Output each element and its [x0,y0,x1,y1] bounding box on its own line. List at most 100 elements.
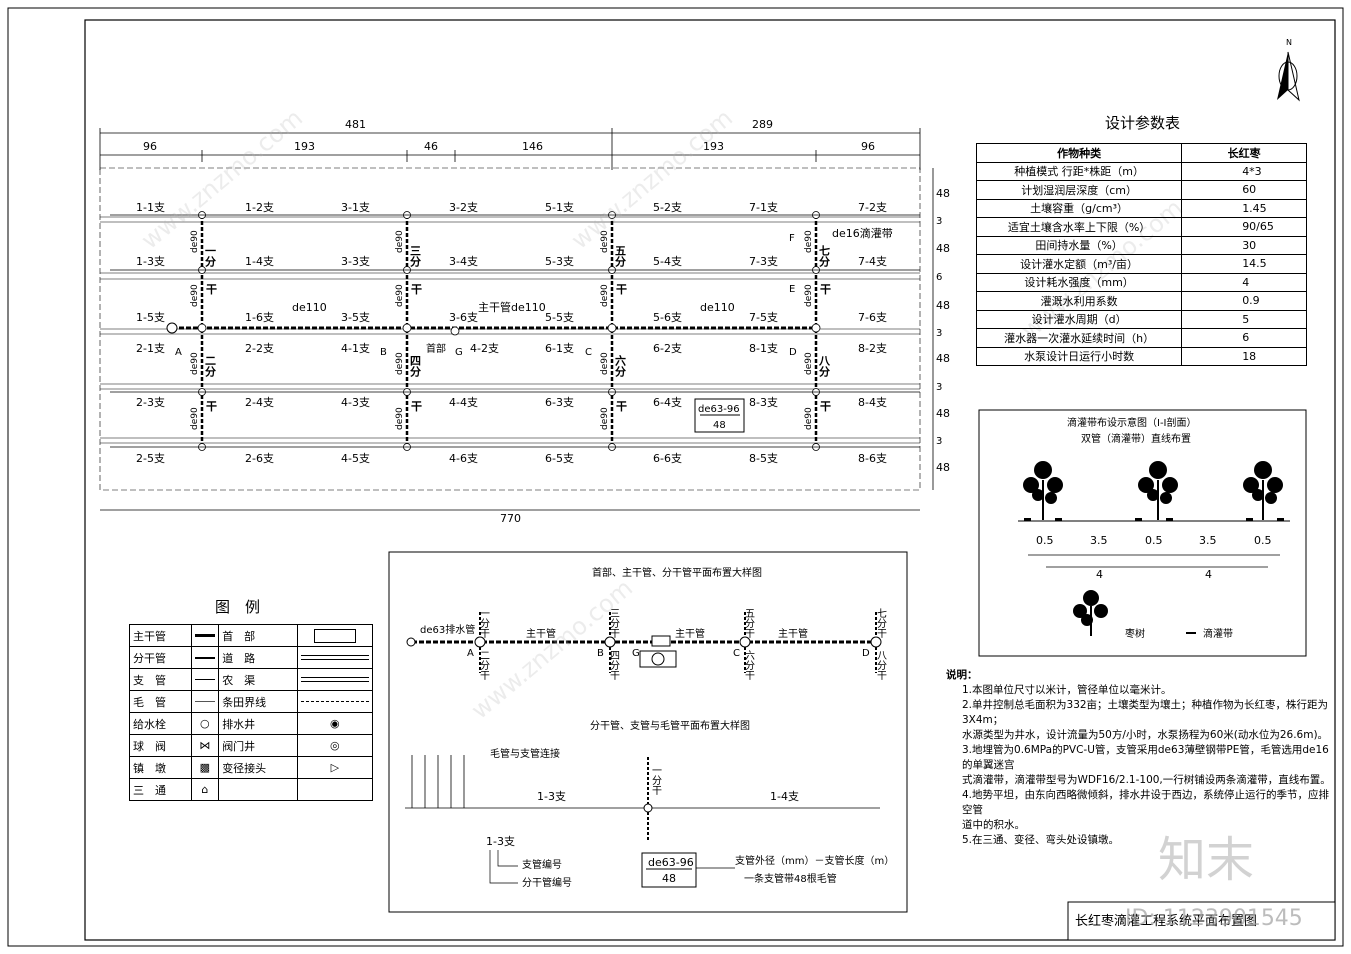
table-row: 设计耗水强度（mm）4 [975,272,1307,292]
de90-label: de90 [600,407,610,430]
lateral-labels: 1-1支 1-2支 3-1支 3-2支 5-1支 5-2支 7-1支 7-2支 … [136,201,887,465]
svg-text:de63-96: de63-96 [648,856,694,869]
de90-label: de90 [190,284,200,307]
code-2: 分干管编号 [522,876,572,889]
param-key: 设计灌水周期（d） [975,309,1183,329]
param-val: 4*3 [1181,161,1307,181]
table-row: 支 管 农 渠 [129,668,374,691]
note-line: 3.地埋管为0.6MPa的PVC-U管，支管采用de63薄壁钢带PE管，毛管选用… [962,744,1329,771]
lateral-label: 5-3支 [545,255,574,268]
de110-label: de110 [292,301,327,314]
head-label: 首部 [426,342,446,355]
dim-right-8: 3 [936,382,942,393]
drip-spacing: 0.5 [1036,534,1054,547]
de16-label: de16滴灌带 [832,226,893,240]
legend-symbol: ○ [190,712,220,735]
main-label: 主干管 [778,627,808,640]
params-header-key: 作物种类 [975,143,1183,163]
branch-label: 五分 [614,245,627,268]
lateral-label: 3-3支 [341,255,370,268]
de90-label: de90 [804,407,814,430]
detail-title-1: 首部、主干管、分干管平面布置大样图 [592,566,762,579]
lateral-label: 6-5支 [545,452,574,465]
lateral-label: 2-3支 [136,396,165,409]
param-key: 计划湿润层深度（cm） [975,180,1183,200]
de90-label: de90 [395,230,405,253]
de90-label: de90 [190,407,200,430]
de90-label: de90 [600,352,610,375]
lateral-label: 1-3支 [136,255,165,268]
point-label: F [789,233,795,244]
legend-symbol: ▩ [190,756,220,779]
dim-top-1: 481 [345,118,366,131]
detail-branch-label: 一分干 [478,608,490,639]
param-val: 1.45 [1181,198,1307,218]
title-block [1067,901,1336,941]
branch-label: 六分 [614,354,627,378]
de90-label: de90 [804,230,814,253]
drip-title: 滴灌带布设示意图（I-I剖面） [1067,416,1197,429]
note-line: 2.单井控制总毛面积为332亩；土壤类型为壤土；种植作物为长红枣，株行距为3X4… [962,699,1329,726]
code-top: 1-3支 [486,835,515,848]
dim-right-10: 3 [936,436,942,447]
param-val: 90/65 [1181,217,1307,237]
lateral-label: 5-2支 [653,201,682,214]
branch-label: 三分 [409,245,422,268]
drip-spacing: 0.5 [1254,534,1272,547]
notes-title: 说明： [946,669,978,681]
table-row: 设计灌水周期（d）5 [975,309,1307,329]
lateral-label: 8-1支 [749,342,778,355]
svg-text:48: 48 [713,420,726,431]
legend-key: 条田界线 [218,690,298,713]
detail-branch-label: 七分干 [875,608,887,639]
detail-valve-wells [474,636,882,648]
table-row: 镇 墩 ▩ 变径接头 ▷ [129,756,374,779]
lateral-label: 6-3支 [545,396,574,409]
lateral-label: 8-5支 [749,452,778,465]
lateral-label: 3-4支 [449,255,478,268]
detail-branch-label: 八分干 [875,650,887,681]
branch-label: 七分 [818,244,831,268]
param-key: 设计耗水强度（mm） [975,272,1183,292]
drip-row: 4 [1096,568,1103,581]
table-row: 土壤容重（g/cm³）1.45 [975,198,1307,218]
legend-symbol [190,646,220,669]
legend-key: 毛 管 [129,690,192,713]
param-val: 60 [1181,180,1307,200]
legend-symbol: ▷ [296,756,374,779]
de90-label: de90 [600,284,610,307]
param-key: 设计灌水定额（m³/亩） [975,254,1183,274]
main-label: 主干管 [675,627,705,640]
outer-frame [7,7,1344,947]
note-line: 式滴灌带，滴灌带型号为WDF16/2.1-100,一行树铺设两条滴灌带，直线布置… [962,774,1331,786]
lateral-label: 4-3支 [341,396,370,409]
legend-symbol [296,778,374,801]
head-unit-icon [639,635,677,668]
dim-right-11: 48 [936,461,950,474]
tree-icons [1023,461,1283,636]
gan-label: 干 [411,400,422,413]
legend-symbol: ⋈ [190,734,220,757]
param-key: 灌溉水利用系数 [975,291,1183,311]
table-row: 作物种类 长红枣 [975,143,1307,163]
lateral-label: 1-6支 [245,311,274,324]
branch-label: 八分 [818,355,832,378]
dim-right-5: 48 [936,299,950,312]
params-title: 设计参数表 [1105,114,1180,132]
lateral-label: 7-1支 [749,201,778,214]
lateral-label: 5-5支 [545,311,574,324]
legend-symbol: ◉ [296,712,374,735]
table-row: 给水栓 ○ 排水井 ◉ [129,712,374,735]
legend-key: 支 管 [129,668,192,691]
code-leader [497,850,518,867]
compass-icon: N [1277,38,1300,102]
explain-1: 支管外径（mm）－支管长度（m） [735,854,894,867]
gan-label: 干 [206,283,217,296]
watermark-brand: 知末 [1158,832,1254,888]
legend-key: 给水栓 [129,712,192,735]
lateral-label: 4-5支 [341,452,370,465]
code-1: 支管编号 [522,858,562,871]
legend-key: 镇 墩 [129,756,192,779]
